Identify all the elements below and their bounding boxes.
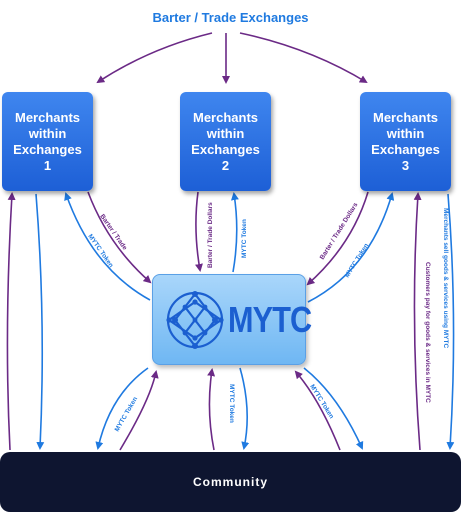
merchant-1-line1: Merchants: [14, 109, 81, 125]
arrow-mytc-to-m3: [307, 192, 395, 303]
merchant-2-number: 2: [221, 157, 230, 173]
merchant-box-2: Merchants within Exchanges 2: [180, 92, 271, 191]
arrow-title-to-m1: [96, 32, 213, 84]
label-m3-barter: Barter / Trade Dollars: [319, 201, 360, 261]
label-m1-token: MYTC Token: [86, 233, 114, 269]
merchant-1-line2: within: [28, 125, 67, 141]
merchant-3-line1: Merchants: [372, 109, 439, 125]
merchant-3-line2: within: [386, 125, 425, 141]
arrow-community-to-mytc-mid: [207, 368, 216, 451]
arrow-mytc-to-m2: [230, 192, 239, 273]
arrow-m2-to-mytc: [195, 191, 203, 272]
label-right-blue: Merchants sell goods & services using MY…: [442, 208, 449, 348]
merchant-1-number: 1: [43, 157, 52, 173]
label-m2-token: MYTC Token: [241, 219, 248, 258]
arrow-mytc-to-community-left: [95, 367, 149, 450]
label-right-purple: Customers pay for goods & services in MY…: [424, 262, 431, 403]
arrow-community-to-m3: [413, 192, 422, 451]
diagram-title: Barter / Trade Exchanges: [152, 10, 309, 25]
arrow-community-to-m1: [6, 192, 16, 451]
merchant-3-number: 3: [401, 157, 410, 173]
arrow-m1-to-community: [35, 193, 45, 450]
merchant-2-line1: Merchants: [192, 109, 259, 125]
mytc-label: MYTC: [228, 299, 312, 340]
mytc-box: MYTC: [152, 274, 312, 365]
arrow-m3-to-community: [446, 193, 455, 450]
arrow-mytc-to-m1: [64, 192, 151, 301]
merchant-3-line3: Exchanges: [371, 141, 440, 157]
community-label: Community: [193, 475, 268, 489]
label-community-right-token: MYTC Token: [308, 383, 335, 420]
merchant-box-1: Merchants within Exchanges 1: [2, 92, 93, 191]
arrow-community-to-mytc-left: [119, 370, 159, 451]
arrow-community-to-mytc-right: [294, 370, 341, 451]
merchant-2-line3: Exchanges: [191, 141, 260, 157]
merchant-box-3: Merchants within Exchanges 3: [360, 92, 451, 191]
label-m3-token: MYTC Token: [344, 242, 371, 279]
community-bar: Community: [0, 452, 461, 512]
arrow-mytc-to-community-mid: [239, 367, 250, 450]
arrow-m1-to-mytc: [87, 191, 152, 284]
arrow-mytc-to-community-right: [303, 367, 364, 450]
arrow-title-to-m3: [239, 32, 368, 84]
merchant-2-line2: within: [206, 125, 245, 141]
label-m2-barter: Barter / Trade Dollars: [207, 202, 214, 268]
arrow-m3-to-mytc: [306, 191, 369, 286]
label-community-mid-token: MYTC Token: [228, 384, 235, 423]
merchant-1-line3: Exchanges: [13, 141, 82, 157]
network-globe-icon: [166, 291, 224, 349]
label-m1-barter: Barter / Trade: [98, 213, 128, 252]
